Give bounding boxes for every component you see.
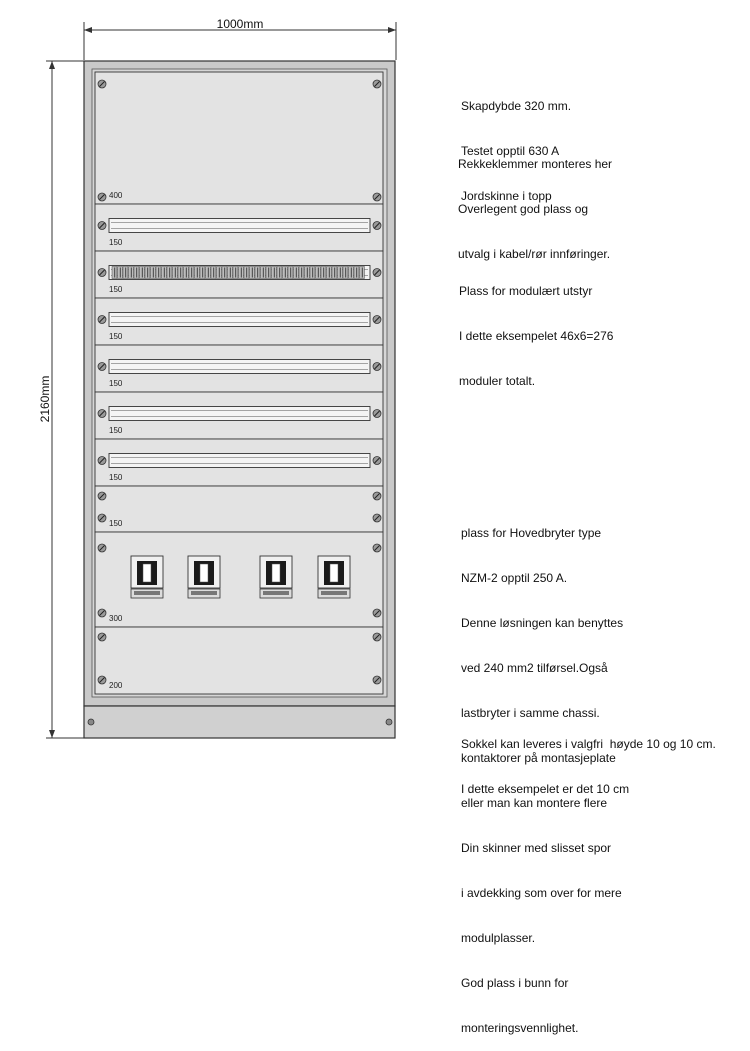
screw-slot — [99, 194, 105, 200]
screw-slot — [374, 677, 380, 683]
din-rail — [108, 218, 371, 233]
section-height-label: 150 — [109, 473, 123, 482]
screw-slot — [99, 677, 105, 683]
note-line: Skapdybde 320 mm. — [461, 99, 572, 113]
screw-slot — [374, 610, 380, 616]
section-height-label: 200 — [109, 681, 123, 690]
section-height-label: 300 — [109, 614, 123, 623]
note-line: Plass for modulært utstyr — [459, 284, 593, 298]
modular-note: Plass for modulært utstyr I dette eksemp… — [459, 254, 613, 404]
width-dimension: 1000mm — [83, 17, 397, 60]
note-line: Jordskinne i topp — [461, 189, 552, 203]
screw-slot — [99, 610, 105, 616]
note-line: Testet opptil 630 A — [461, 144, 560, 158]
terminals-note: Rekkeklemmer monteres her Overlegent god… — [458, 127, 612, 277]
cover-plate — [94, 71, 384, 205]
breaker-handle — [199, 563, 209, 583]
screw-slot — [374, 634, 380, 640]
section-height-label: 150 — [109, 238, 123, 247]
note-line: I dette eksempelet er det 10 cm — [461, 782, 630, 796]
screw-slot — [99, 269, 105, 276]
note-line: God plass i bunn for — [461, 976, 569, 990]
note-line: plass for Hovedbryter type — [461, 526, 602, 540]
panel-section-rail-4: 150 — [94, 344, 384, 393]
panel-section-breaker-plate: 300 — [94, 531, 384, 628]
panel-sections: 400 150 150 150 150 150 150 150 300 200 — [94, 71, 384, 695]
screw-slot — [374, 222, 380, 229]
note-line: i avdekking som over for mere — [461, 886, 622, 900]
note-line: lastbryter i samme chassi. — [461, 706, 600, 720]
plinth-screw-icon — [87, 718, 95, 726]
breaker-terminal — [134, 591, 160, 595]
note-line: NZM-2 opptil 250 A. — [461, 571, 568, 585]
screw-slot — [99, 493, 105, 499]
section-height-label: 150 — [109, 332, 123, 341]
note-line: modulplasser. — [461, 931, 536, 945]
screw-slot — [374, 316, 380, 323]
panel-section-blank-plate: 150 — [94, 485, 384, 533]
screw-slot — [99, 457, 105, 464]
screw-slot — [374, 194, 380, 200]
breaker-terminal — [321, 591, 347, 595]
breaker-handle — [271, 563, 281, 583]
screw-slot — [99, 410, 105, 417]
height-dimension-label: 2160mm — [38, 376, 52, 423]
screw-slot — [99, 81, 105, 87]
section-height-label: 150 — [109, 426, 123, 435]
screw-slot — [99, 222, 105, 229]
screw-slot — [99, 316, 105, 323]
section-height-label: 400 — [109, 191, 123, 200]
screw-slot — [374, 269, 380, 276]
din-rail — [108, 453, 371, 468]
panel-section-top-plate: 400 — [94, 71, 384, 205]
screw-slot — [99, 363, 105, 370]
screw-slot — [374, 410, 380, 417]
panel-section-rail-3: 150 — [94, 297, 384, 346]
screw-slot — [99, 545, 105, 551]
panel-section-rail-1: 150 — [94, 203, 384, 252]
note-line: Din skinner med slisset spor — [461, 841, 612, 855]
screw-slot — [374, 363, 380, 370]
din-rail — [108, 406, 371, 421]
plinth — [83, 705, 396, 739]
screw-slot — [374, 457, 380, 464]
section-height-label: 150 — [109, 285, 123, 294]
plinth-screw-icon — [385, 718, 393, 726]
panel-section-rail-6: 150 — [94, 438, 384, 487]
breaker-terminal — [191, 591, 217, 595]
din-rail — [108, 359, 371, 374]
cabinet-note: Skapdybde 320 mm. Testet opptil 630 A Jo… — [461, 69, 571, 219]
width-dimension-label: 1000mm — [217, 17, 264, 31]
height-dimension: 2160mm — [38, 60, 84, 739]
breaker-handle — [329, 563, 339, 583]
panel-section-rail-2: 150 — [94, 250, 384, 299]
screw-slot — [99, 634, 105, 640]
cover-plate — [94, 485, 384, 533]
screw-slot — [374, 515, 380, 521]
note-line: Overlegent god plass og — [458, 202, 589, 216]
breaker-handle — [142, 563, 152, 583]
breaker-terminal — [263, 591, 289, 595]
screw-slot — [99, 515, 105, 521]
note-line: Denne løsningen kan benyttes — [461, 616, 624, 630]
note-line: monteringsvennlighet. — [461, 1021, 579, 1035]
section-height-label: 150 — [109, 379, 123, 388]
note-line: I dette eksempelet 46x6=276 — [459, 329, 614, 343]
plinth-note: Sokkel kan leveres i valgfri høyde 10 og… — [461, 707, 716, 812]
note-line: moduler totalt. — [459, 374, 536, 388]
note-line: ved 240 mm2 tilførsel.Også — [461, 661, 608, 675]
note-line: utvalg i kabel/rør innføringer. — [458, 247, 611, 261]
screw-slot — [374, 81, 380, 87]
screw-slot — [374, 493, 380, 499]
din-rail — [108, 312, 371, 327]
note-line: Rekkeklemmer monteres her — [458, 157, 613, 171]
note-line: Sokkel kan leveres i valgfri høyde 10 og… — [461, 737, 716, 751]
panel-section-bottom-plate: 200 — [94, 626, 384, 695]
cover-plate — [94, 626, 384, 695]
screw-slot — [374, 545, 380, 551]
panel-section-rail-5: 150 — [94, 391, 384, 440]
cabinet-drawing: 1000mm 2160mm 400 150 150 150 150 150 150 150 30… — [38, 17, 397, 739]
section-height-label: 150 — [109, 519, 123, 528]
